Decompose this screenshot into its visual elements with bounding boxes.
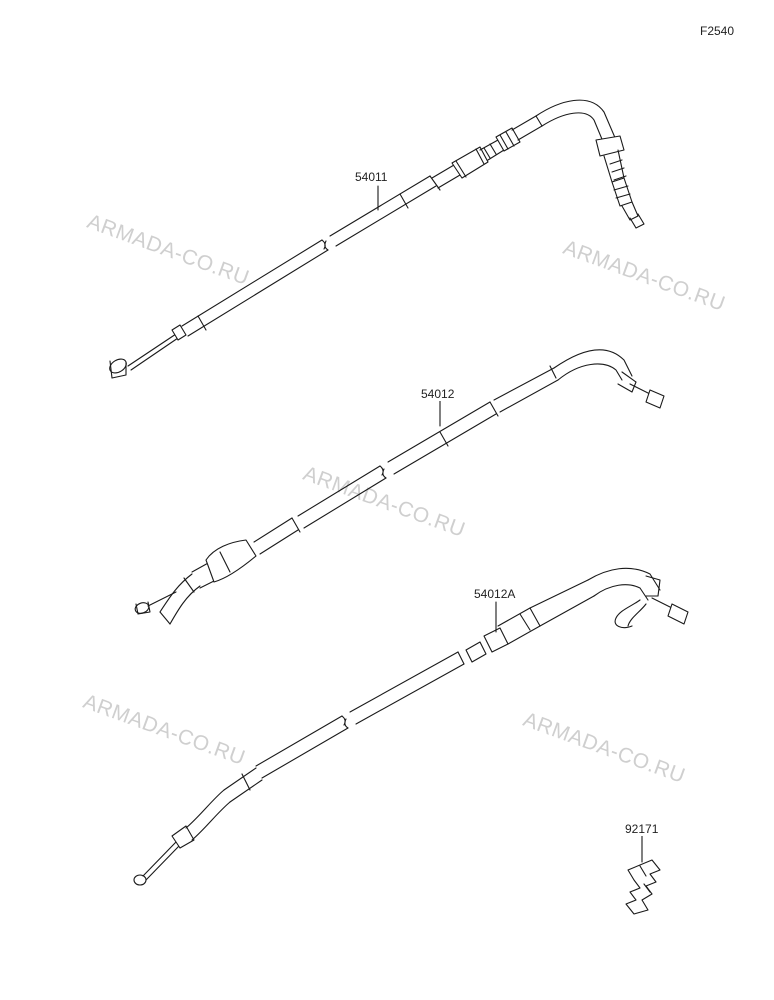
cable-54011[interactable]: [107, 100, 644, 378]
part-number-label[interactable]: 54012: [420, 387, 456, 401]
cable-54012A[interactable]: [134, 568, 688, 885]
figure-code: F2540: [700, 24, 735, 38]
clamp-92171[interactable]: [626, 860, 660, 914]
part-number-label[interactable]: 92171: [624, 822, 660, 836]
part-number-label[interactable]: 54011: [354, 170, 389, 184]
part-number-label[interactable]: 54012A: [473, 587, 517, 601]
cable-54012[interactable]: [134, 350, 664, 624]
